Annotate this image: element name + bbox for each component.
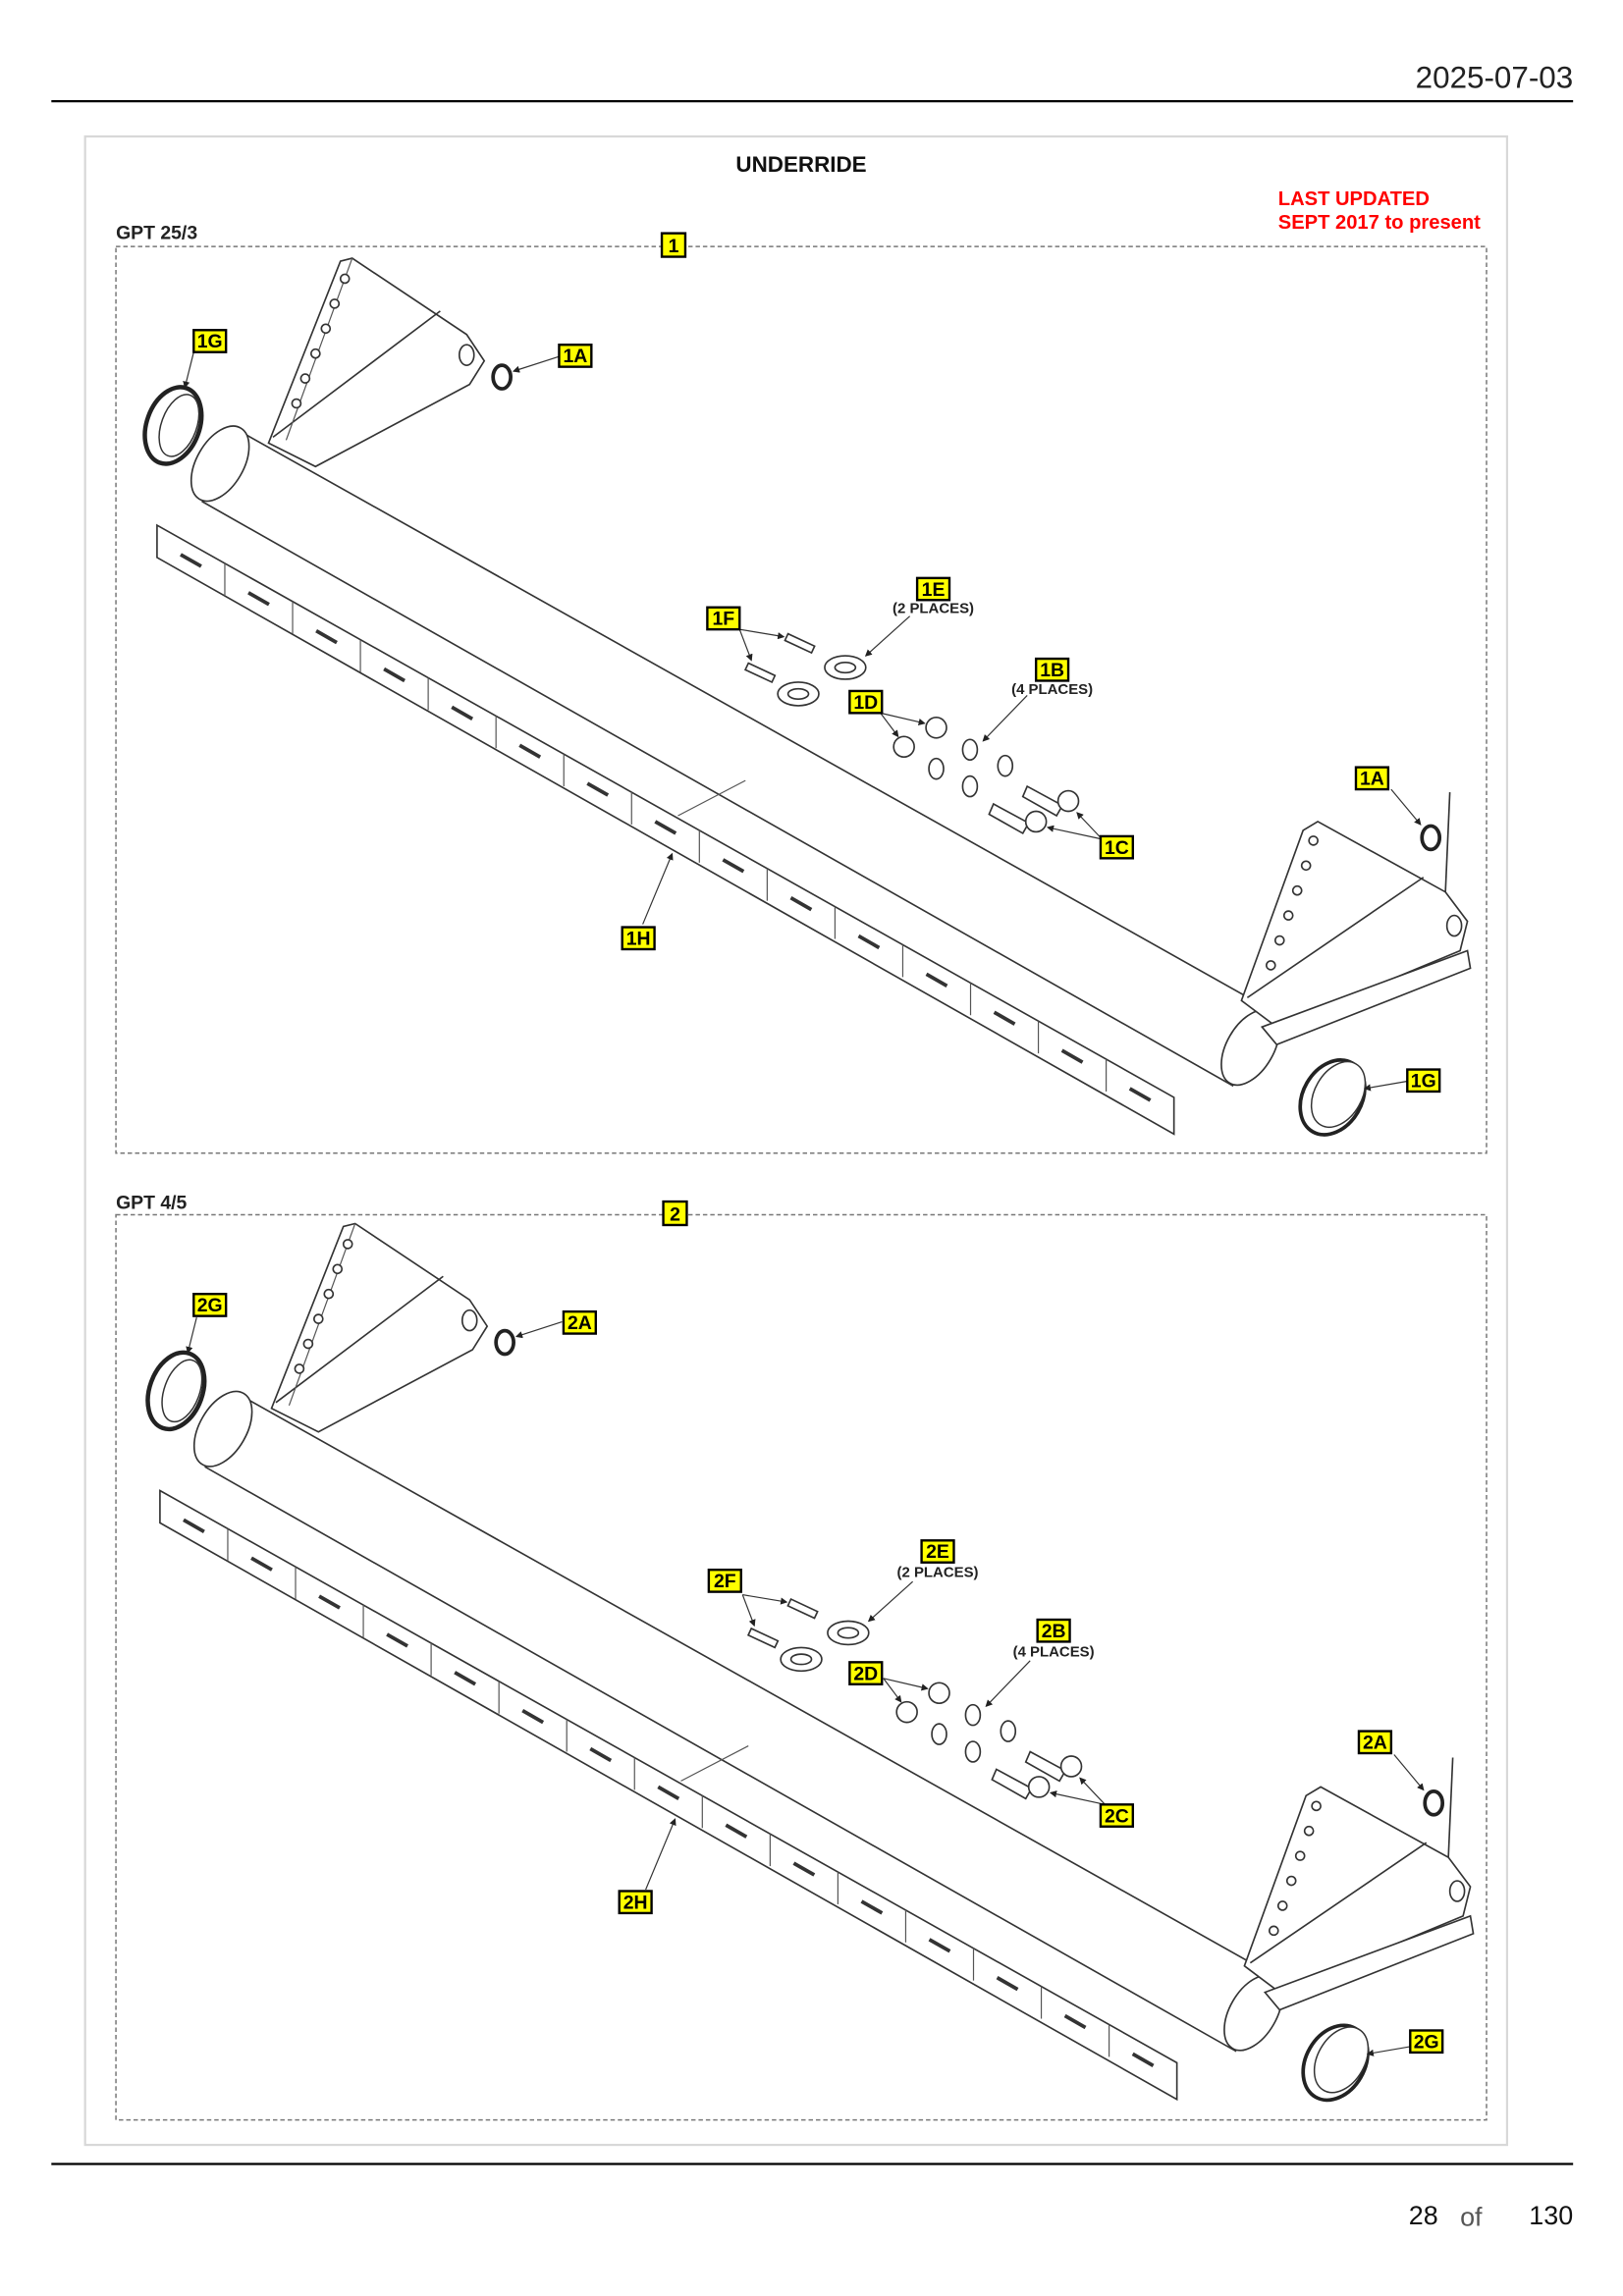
callout-h: 1H	[621, 926, 656, 951]
callout-h: 2H	[618, 1890, 653, 1915]
svg-text:1B: 1B	[1040, 660, 1064, 681]
svg-text:1G: 1G	[197, 331, 223, 352]
svg-text:1C: 1C	[1105, 837, 1129, 859]
panel-model: GPT 25/3	[116, 223, 197, 244]
callout-d: 2D	[848, 1661, 884, 1685]
svg-text:1G: 1G	[1411, 1070, 1436, 1092]
svg-text:1F: 1F	[712, 609, 734, 630]
callout-g-left: 1G	[192, 329, 228, 353]
svg-text:2G: 2G	[197, 1295, 223, 1316]
panel-gpt-25-3: GPT 25/3 1 1G 1A 1E (2 PLACES) 1F 1B (4 …	[115, 223, 1488, 1154]
callout-a-right: 1A	[1354, 766, 1390, 791]
page-of: of	[1460, 2202, 1483, 2231]
note-b: (4 PLACES)	[1013, 1643, 1095, 1660]
svg-text:1: 1	[669, 236, 679, 257]
svg-text:2C: 2C	[1105, 1805, 1129, 1827]
callout-b: 2B	[1036, 1618, 1071, 1643]
last-updated-line2: SEPT 2017 to present	[1278, 212, 1481, 234]
callout-g-left: 2G	[192, 1293, 228, 1317]
panel-border	[115, 245, 1488, 1154]
callout-a-left: 2A	[562, 1309, 597, 1335]
callout-a-right: 2A	[1357, 1730, 1393, 1755]
svg-text:1E: 1E	[922, 579, 946, 601]
svg-text:1A: 1A	[1360, 769, 1384, 790]
svg-text:2: 2	[670, 1203, 680, 1225]
svg-text:2A: 2A	[568, 1312, 592, 1334]
note-e: (2 PLACES)	[893, 601, 974, 617]
callout-d: 1D	[848, 689, 884, 715]
callout-c: 1C	[1099, 834, 1135, 860]
last-updated-line1: LAST UPDATED	[1278, 188, 1430, 210]
drawing-title: UNDERRIDE	[735, 152, 866, 177]
svg-text:2E: 2E	[926, 1541, 949, 1563]
header-date: 2025-07-03	[1416, 61, 1574, 95]
callout-g-right: 2G	[1409, 2029, 1444, 2055]
svg-text:2B: 2B	[1042, 1621, 1066, 1642]
svg-text:2D: 2D	[853, 1663, 878, 1684]
note-e: (2 PLACES)	[897, 1565, 979, 1581]
svg-text:1D: 1D	[853, 692, 878, 714]
drawing-frame	[83, 134, 1509, 2147]
callout-f: 1F	[706, 606, 741, 631]
callout-g-right: 1G	[1406, 1068, 1441, 1094]
svg-text:2G: 2G	[1414, 2031, 1439, 2053]
callout-a-left: 1A	[558, 344, 593, 368]
panel-gpt-4-5: GPT 4/5 2 2G 2A 2E (2 PLACES) 2F 2B (4 P…	[115, 1193, 1488, 2121]
page-total: 130	[1529, 2201, 1573, 2230]
panel-border	[115, 1213, 1488, 2121]
callout-f: 2F	[707, 1568, 742, 1593]
page-number: 28	[1409, 2201, 1438, 2230]
note-b: (4 PLACES)	[1011, 681, 1093, 698]
callout-e: 2E	[920, 1539, 955, 1564]
callout-b: 1B	[1034, 657, 1070, 682]
panel-model: GPT 4/5	[116, 1193, 187, 1214]
callout-c: 2C	[1099, 1803, 1135, 1828]
svg-text:1A: 1A	[563, 346, 587, 367]
svg-text:2H: 2H	[623, 1892, 648, 1913]
callout-e: 1E	[915, 576, 951, 602]
callout-item: 1	[660, 232, 687, 258]
svg-text:2A: 2A	[1363, 1733, 1387, 1754]
svg-text:2F: 2F	[714, 1571, 736, 1592]
svg-text:1H: 1H	[626, 929, 651, 950]
callout-item: 2	[662, 1200, 688, 1227]
